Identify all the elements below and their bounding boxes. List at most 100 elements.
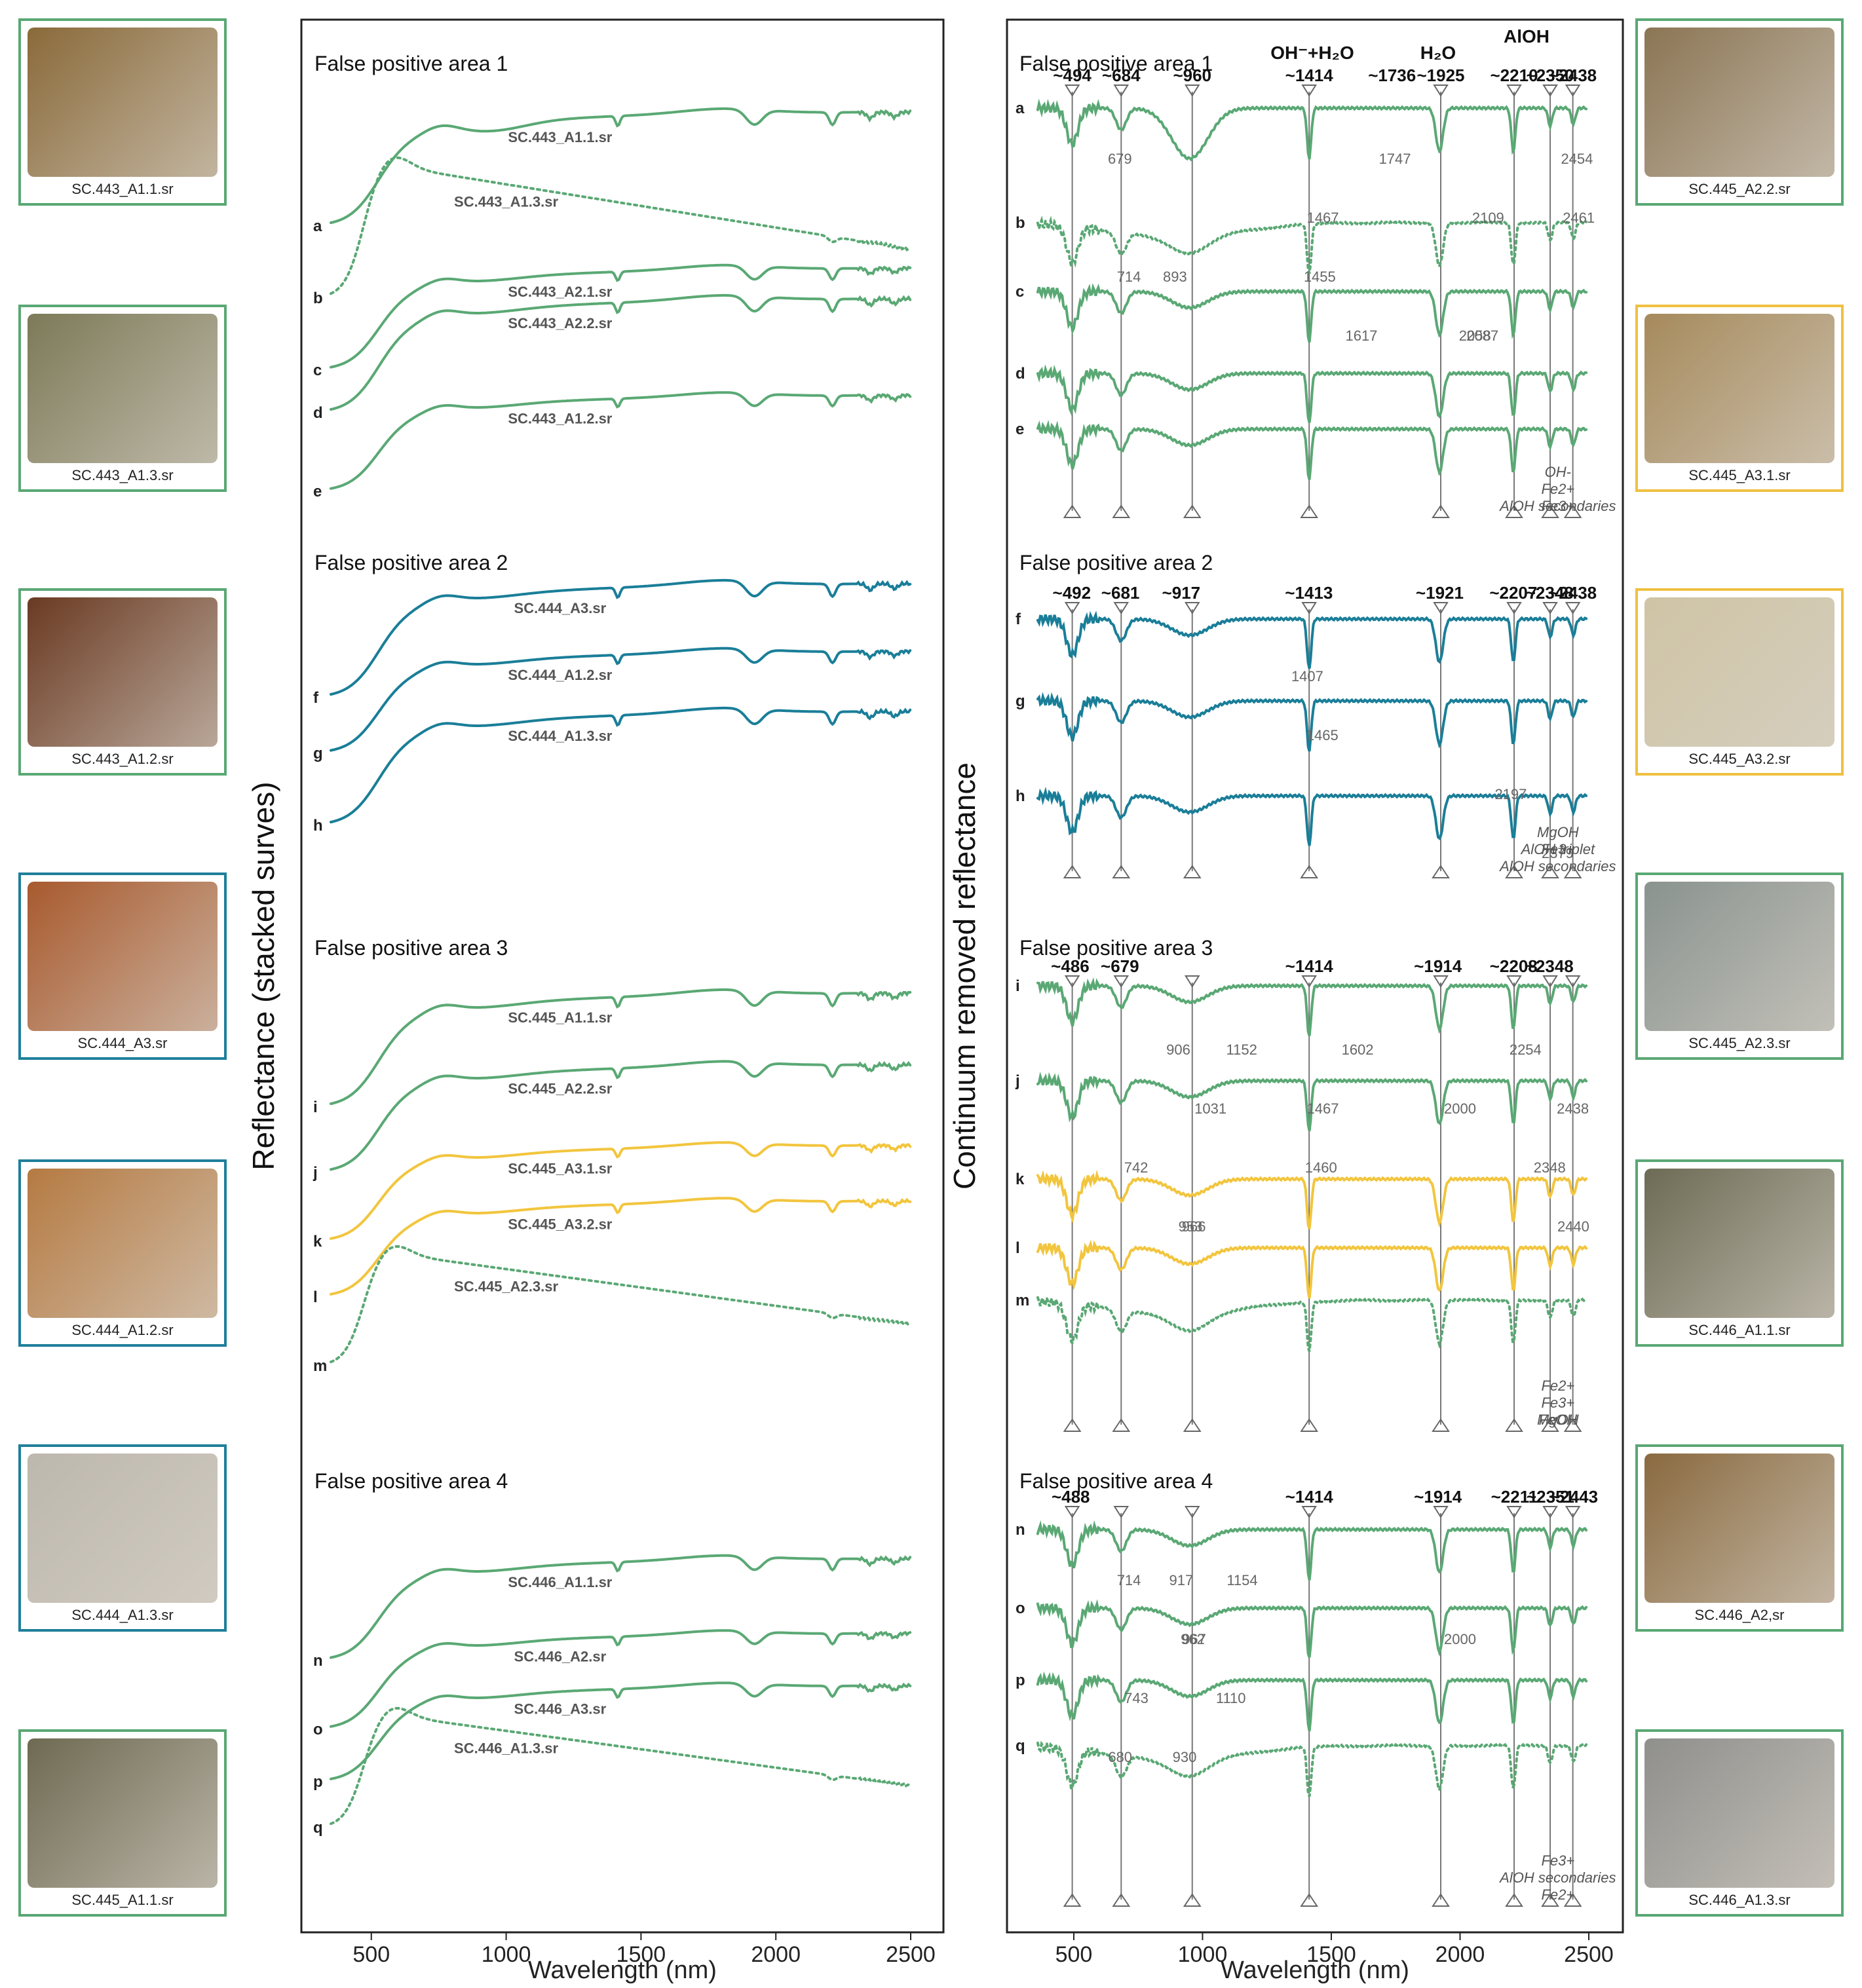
feature-label: ~2211	[1491, 1487, 1538, 1507]
left-area2-title: False positive area 2	[314, 551, 508, 574]
feature-note: Fe3+	[1541, 1852, 1574, 1869]
feature-marker-bottom	[1432, 1893, 1450, 1907]
feature-value: 2254	[1510, 1041, 1542, 1058]
cr-spectrum-line-p	[1036, 1671, 1588, 1732]
right-photo-4: SC.445_A2.3.sr	[1635, 872, 1844, 1060]
feature-label: ~1914	[1414, 1487, 1462, 1507]
feature-value: 714	[1117, 1572, 1141, 1588]
right-x-axis-label: Wavelength (nm)	[1221, 1957, 1409, 1984]
feature-value: 1152	[1226, 1041, 1257, 1058]
cr-spectrum-line-g	[1036, 692, 1588, 752]
row-letter-g: g	[313, 745, 323, 762]
feature-marker-bottom	[1541, 865, 1559, 878]
x-tick-label: 500	[1055, 1942, 1093, 1967]
right-photo-3: SC.445_A3.2.sr	[1635, 588, 1844, 776]
cr-row-letter-j: j	[1015, 1072, 1020, 1090]
feature-value: 1467	[1307, 210, 1339, 226]
feature-marker-bottom	[1505, 504, 1523, 518]
row-letter-l: l	[313, 1288, 318, 1306]
rock-sample-image	[28, 1738, 218, 1888]
left-photo-3: SC.443_A1.2.sr	[18, 588, 227, 776]
feature-marker-bottom	[1505, 1418, 1523, 1432]
series-label-a: SC.443_A1.1.sr	[508, 129, 612, 145]
feature-marker-top	[1433, 602, 1449, 614]
series-label-k: SC.445_A3.1.sr	[508, 1161, 612, 1177]
series-label-i: SC.445_A1.1.sr	[508, 1009, 612, 1026]
feature-label: ~2210	[1491, 66, 1538, 85]
rock-sample-image	[1644, 28, 1834, 177]
feature-value: 742	[1124, 1159, 1149, 1176]
feature-marker-top	[1184, 1506, 1200, 1518]
cr-spectrum-line-b	[1036, 216, 1588, 274]
x-tick-label: 1500	[617, 1942, 666, 1967]
feature-value: 2058	[1459, 328, 1491, 344]
photo-caption: SC.443_A1.1.sr	[71, 181, 174, 197]
feature-note: MgOH	[1537, 1412, 1579, 1428]
feature-value: 966	[1182, 1218, 1206, 1235]
rock-sample-image	[28, 314, 218, 463]
feature-value: 1031	[1194, 1100, 1226, 1117]
left-photo-6: SC.444_A1.3.sr	[18, 1444, 227, 1632]
feature-note: AlOH secondaries	[1498, 498, 1616, 514]
cr-row-letter-m: m	[1016, 1292, 1029, 1309]
feature-marker-top	[1506, 1506, 1522, 1518]
feature-marker-bottom	[1563, 1418, 1582, 1432]
feature-value: 967	[1182, 1631, 1206, 1647]
feature-marker-top	[1301, 1506, 1317, 1518]
feature-label: ~1914	[1414, 956, 1462, 976]
feature-marker-bottom	[1563, 865, 1582, 878]
right-feature-lines	[1063, 84, 1582, 1907]
feature-value: 1154	[1226, 1572, 1257, 1588]
left-photo-4: SC.444_A3.sr	[18, 872, 227, 1060]
feature-value: 906	[1166, 1041, 1190, 1058]
feature-marker-top	[1565, 602, 1581, 614]
cr-spectrum-line-h	[1036, 786, 1588, 846]
feature-note: AlOH triplet	[1520, 841, 1595, 857]
feature-note: Fe3+	[1541, 1395, 1574, 1411]
rock-sample-image	[1644, 882, 1834, 1031]
cr-spectrum-line-j	[1036, 1071, 1588, 1131]
cr-row-letter-i: i	[1016, 977, 1020, 995]
photo-caption: SC.445_A1.1.sr	[71, 1892, 174, 1908]
row-letter-c: c	[313, 362, 322, 379]
feature-label: ~494	[1053, 66, 1092, 85]
row-letter-f: f	[313, 689, 319, 707]
spectrum-line-j	[330, 1060, 912, 1171]
series-label-l: SC.445_A3.2.sr	[508, 1216, 612, 1233]
header-aloh: AlOH	[1504, 26, 1549, 47]
feature-marker-bottom	[1183, 1418, 1202, 1432]
spectrum-line-p	[330, 1681, 912, 1780]
feature-value: 2000	[1444, 1100, 1476, 1117]
feature-label: ~1414	[1285, 66, 1334, 85]
feature-marker-bottom	[1432, 504, 1450, 518]
feature-marker-bottom	[1063, 865, 1082, 878]
feature-marker-top	[1064, 84, 1080, 97]
feature-note: AlOH secondaries	[1498, 1869, 1616, 1886]
rock-sample-image	[1644, 1738, 1834, 1888]
cr-spectrum-line-c	[1036, 283, 1588, 343]
rock-sample-image	[28, 1169, 218, 1318]
feature-marker-bottom	[1300, 1418, 1319, 1432]
feature-marker-top	[1113, 84, 1130, 97]
feature-marker-bottom	[1112, 865, 1131, 878]
feature-marker-bottom	[1505, 865, 1523, 878]
spectrum-line-q	[330, 1706, 912, 1826]
feature-marker-bottom	[1432, 1418, 1450, 1432]
feature-value: 1467	[1307, 1100, 1339, 1117]
x-tick-label: 2500	[886, 1942, 936, 1967]
feature-marker-top	[1433, 1506, 1449, 1518]
right-plot-frame	[1006, 18, 1624, 1934]
photo-caption: SC.446_A1.3.sr	[1688, 1892, 1791, 1908]
right-photo-7: SC.446_A1.3.sr	[1635, 1729, 1844, 1917]
rock-sample-image	[1644, 1169, 1834, 1318]
right-photo-5: SC.446_A1.1.sr	[1635, 1159, 1844, 1347]
feature-label: ~2208	[1490, 956, 1538, 976]
feature-label: ~2438	[1549, 583, 1597, 603]
feature-label: ~1925	[1416, 66, 1464, 85]
x-tick-label: 2000	[751, 1942, 801, 1967]
feature-value: 962	[1181, 1631, 1205, 1647]
feature-marker-bottom	[1300, 504, 1319, 518]
photo-caption: SC.444_A3.sr	[77, 1035, 168, 1051]
